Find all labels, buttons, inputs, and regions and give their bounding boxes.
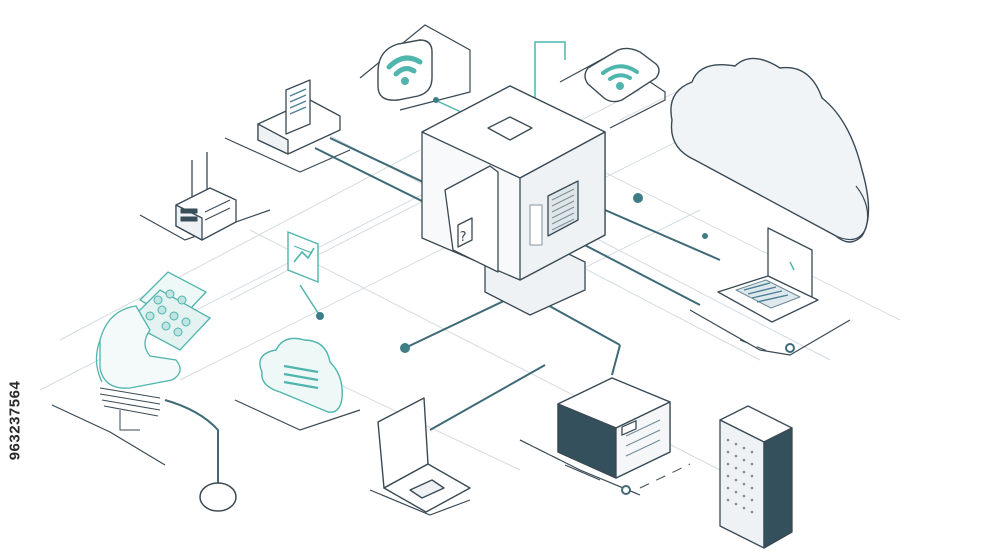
node-dot xyxy=(702,233,708,239)
stock-id-label: 963237564 xyxy=(2,320,28,520)
svg-text:?: ? xyxy=(459,230,467,245)
wifi-tile-icon xyxy=(584,47,660,103)
node-dot xyxy=(633,193,643,203)
laptop-icon xyxy=(717,227,819,323)
central-server-cube-icon: ? xyxy=(421,85,606,316)
chart-card-icon xyxy=(287,230,319,284)
router-icon xyxy=(175,152,237,241)
node-dot xyxy=(400,343,410,353)
wire-end-ring xyxy=(199,482,237,512)
node-dot xyxy=(316,312,324,320)
storage-box-icon xyxy=(557,377,671,479)
hand-with-cards-icon xyxy=(95,271,212,431)
open-laptop-icon xyxy=(377,397,471,513)
node-dot xyxy=(433,97,439,103)
wifi-tile-icon xyxy=(377,39,433,101)
kiosk-terminal-icon xyxy=(257,79,341,155)
stock-id-text: 963237564 xyxy=(6,380,24,460)
connection-wires xyxy=(164,137,721,490)
node-ring xyxy=(785,343,795,353)
dashed-guides xyxy=(519,339,771,489)
small-cloud-icon xyxy=(259,337,343,413)
connection-dots xyxy=(199,97,795,512)
node-ring xyxy=(621,485,631,495)
cloud-icon xyxy=(670,57,870,243)
server-tower-icon xyxy=(719,405,793,549)
